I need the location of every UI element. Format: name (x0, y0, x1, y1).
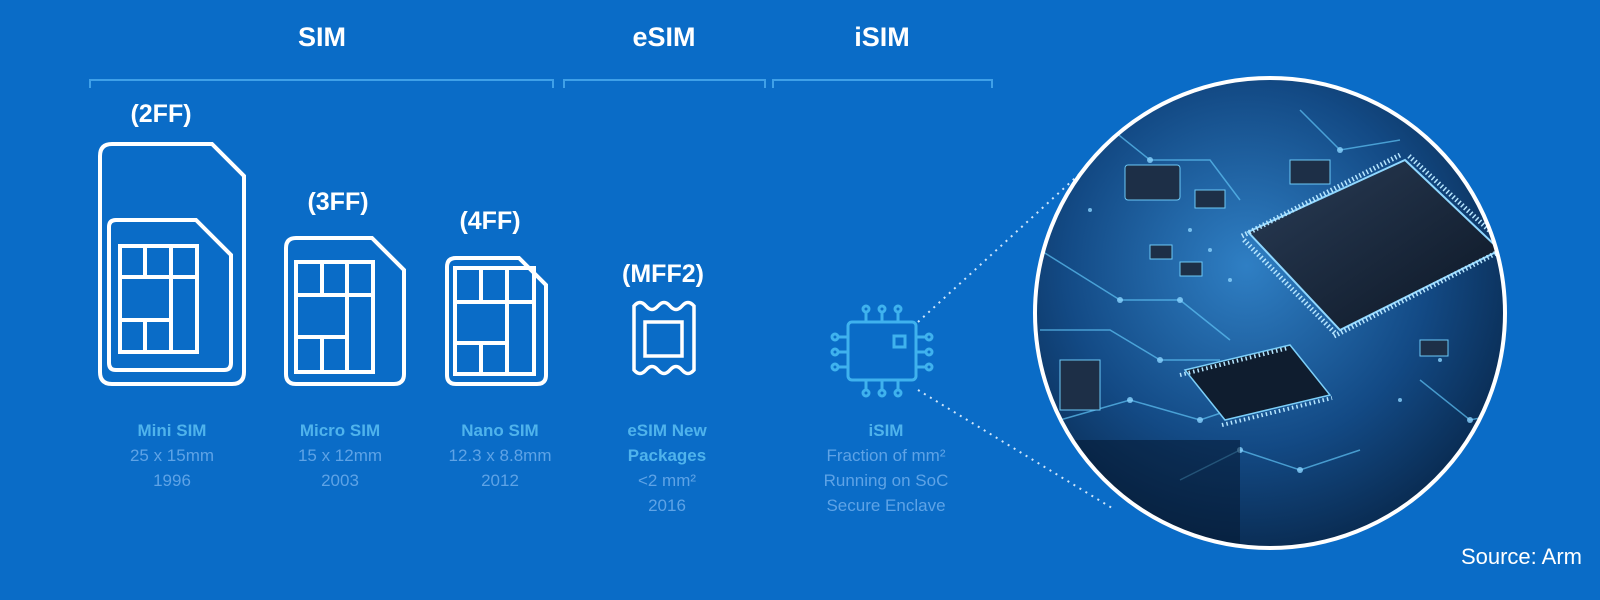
isim-chip-icon (830, 304, 934, 398)
caption-year: 1996 (153, 471, 191, 490)
form-factor-label-2ff: (2FF) (130, 100, 192, 128)
caption-year: 2012 (481, 471, 519, 490)
group-title-isim: iSIM (854, 22, 910, 52)
caption-title-line1: eSIM New (627, 421, 707, 440)
caption-isim: iSIM Fraction of mm² Running on SoC Secu… (791, 418, 981, 518)
form-factor-label-mff2: (MFF2) (622, 260, 704, 288)
group-title-sim: SIM (297, 22, 346, 52)
micro-sim-card-icon (284, 236, 406, 386)
form-factor-label-3ff: (3FF) (307, 188, 369, 216)
caption-year: 2003 (321, 471, 359, 490)
zoom-lines (917, 167, 1113, 509)
caption-title: Nano SIM (461, 421, 539, 440)
caption-title-line2: Packages (627, 446, 707, 465)
caption-size: 12.3 x 8.8mm (448, 446, 552, 465)
caption-esim: eSIM New Packages <2 mm² 2016 (572, 418, 762, 518)
bracket-isim (772, 79, 993, 88)
caption-size: 15 x 12mm (297, 446, 383, 465)
caption-line2: Running on SoC (823, 471, 949, 490)
mini-sim-card-icon (98, 142, 246, 386)
bracket-sim (89, 79, 554, 88)
circuit-board-closeup-image (1033, 76, 1507, 550)
caption-mini-sim: Mini SIM 25 x 15mm 1996 (77, 418, 267, 493)
form-factor-label-4ff: (4FF) (459, 207, 521, 235)
caption-line3: Secure Enclave (826, 496, 946, 515)
caption-title: Mini SIM (137, 421, 207, 440)
group-title-esim: eSIM (632, 22, 696, 52)
caption-size: <2 mm² (637, 471, 697, 490)
caption-line1: Fraction of mm² (826, 446, 946, 465)
bracket-esim (563, 79, 766, 88)
source-credit: Source: Arm (1460, 544, 1582, 569)
caption-nano-sim: Nano SIM 12.3 x 8.8mm 2012 (405, 418, 595, 493)
nano-sim-card-icon (445, 256, 548, 386)
caption-micro-sim: Micro SIM 15 x 12mm 2003 (245, 418, 435, 493)
caption-year: 2016 (648, 496, 686, 515)
secondary-chip (1179, 344, 1333, 427)
caption-size: 25 x 15mm (129, 446, 215, 465)
caption-title: Micro SIM (299, 421, 381, 440)
esim-mff2-package-icon (632, 300, 696, 376)
caption-title: iSIM (868, 421, 904, 440)
